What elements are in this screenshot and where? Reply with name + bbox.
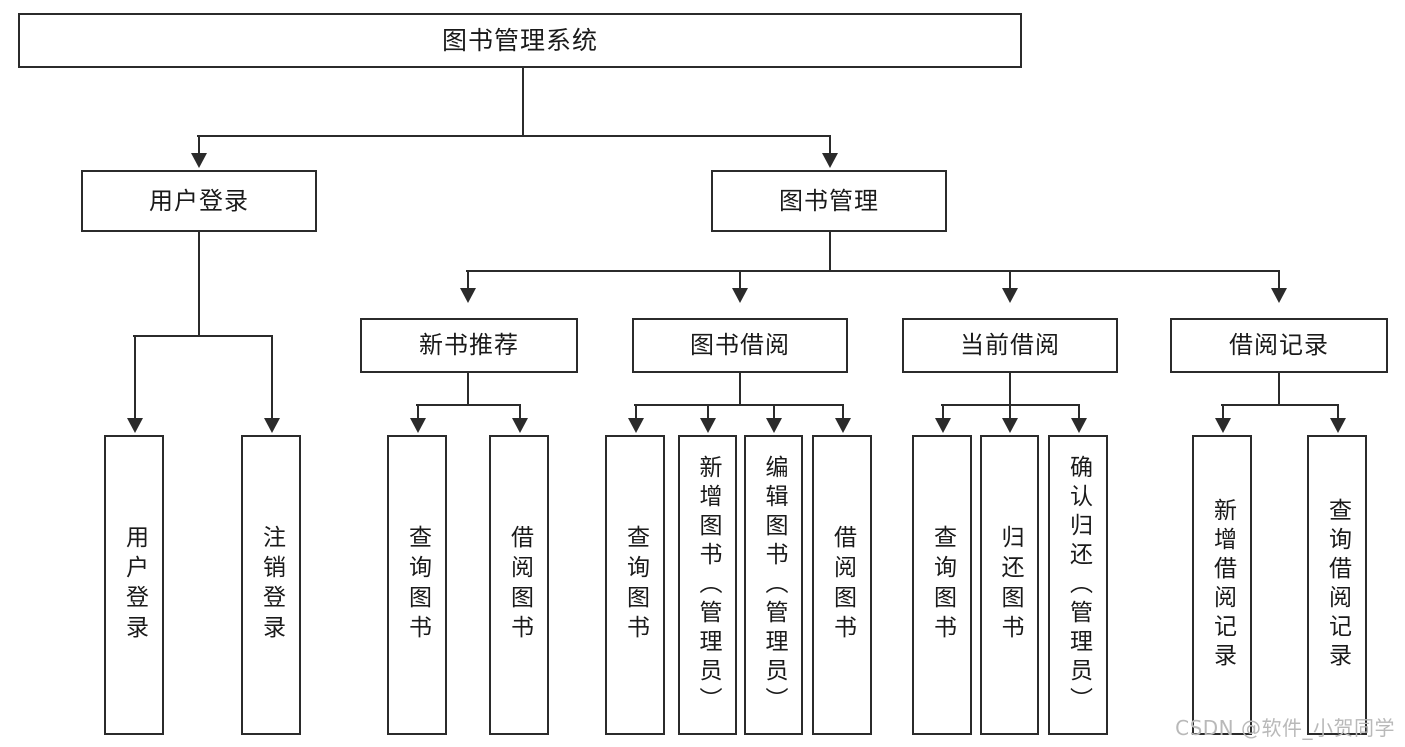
arrow-leaf-query-book-3	[935, 418, 951, 433]
connector-new-book-stem	[467, 373, 469, 406]
connector-new-book-drop-2	[519, 404, 521, 420]
node-current-borrow[interactable]: 当前借阅	[902, 318, 1118, 373]
leaf-add-book[interactable]: 新增图书（管理员）	[678, 435, 737, 735]
connector-root-stem	[522, 68, 524, 135]
arrow-to-book-borrow	[732, 288, 748, 303]
arrow-leaf-edit-book	[766, 418, 782, 433]
connector-user-login-stem	[198, 232, 200, 337]
connector-book-borrow-drop-1	[635, 404, 637, 420]
node-new-book-recommend-label: 新书推荐	[419, 331, 519, 360]
connector-to-borrow-record	[1278, 270, 1280, 290]
leaf-query-record[interactable]: 查询借阅记录	[1307, 435, 1367, 735]
arrow-leaf-borrow-book-2	[835, 418, 851, 433]
connector-borrow-record-bus	[1221, 404, 1339, 406]
leaf-borrow-book-1[interactable]: 借阅图书	[489, 435, 549, 735]
node-book-manage[interactable]: 图书管理	[711, 170, 947, 232]
arrow-leaf-add-record	[1215, 418, 1231, 433]
connector-book-borrow-stem	[739, 373, 741, 406]
connector-current-borrow-stem	[1009, 373, 1011, 406]
node-current-borrow-label: 当前借阅	[960, 331, 1060, 360]
connector-root-bus	[197, 135, 830, 137]
connector-book-borrow-bus	[634, 404, 843, 406]
connector-borrow-record-drop-2	[1337, 404, 1339, 420]
node-book-manage-label: 图书管理	[779, 186, 879, 215]
arrow-to-borrow-record	[1271, 288, 1287, 303]
leaf-query-book-1-label: 查询图书	[404, 525, 431, 645]
node-book-borrow[interactable]: 图书借阅	[632, 318, 848, 373]
connector-borrow-record-stem	[1278, 373, 1280, 406]
leaf-user-logout-label: 注销登录	[258, 525, 285, 645]
leaf-user-login-label: 用户登录	[121, 525, 148, 645]
leaf-borrow-book-2-label: 借阅图书	[829, 525, 856, 645]
node-user-login[interactable]: 用户登录	[81, 170, 317, 232]
node-borrow-record[interactable]: 借阅记录	[1170, 318, 1388, 373]
node-user-login-label: 用户登录	[149, 186, 249, 215]
leaf-return-book[interactable]: 归还图书	[980, 435, 1039, 735]
connector-to-new-book	[467, 270, 469, 290]
leaf-return-book-label: 归还图书	[997, 525, 1023, 645]
leaf-query-book-3[interactable]: 查询图书	[912, 435, 972, 735]
leaf-add-book-label: 新增图书（管理员）	[695, 454, 721, 716]
arrow-to-new-book-recommend	[460, 288, 476, 303]
leaf-add-record[interactable]: 新增借阅记录	[1192, 435, 1252, 735]
node-book-borrow-label: 图书借阅	[690, 331, 790, 360]
connector-book-manage-bus	[466, 270, 1280, 272]
arrow-leaf-borrow-book-1	[512, 418, 528, 433]
arrow-leaf-user-login	[127, 418, 143, 433]
leaf-query-book-2[interactable]: 查询图书	[605, 435, 665, 735]
leaf-user-login[interactable]: 用户登录	[104, 435, 164, 735]
leaf-query-book-2-label: 查询图书	[622, 525, 649, 645]
arrow-leaf-confirm-return	[1071, 418, 1087, 433]
connector-to-book-borrow	[739, 270, 741, 290]
arrow-leaf-query-book-2	[628, 418, 644, 433]
leaf-query-book-1[interactable]: 查询图书	[387, 435, 447, 735]
connector-user-login-drop-1	[134, 335, 136, 420]
connector-book-borrow-drop-4	[842, 404, 844, 420]
connector-to-current-borrow	[1009, 270, 1011, 290]
leaf-borrow-book-1-label: 借阅图书	[506, 525, 533, 645]
leaf-confirm-return[interactable]: 确认归还（管理员）	[1048, 435, 1108, 735]
arrow-to-user-login	[191, 153, 207, 168]
connector-current-borrow-drop-1	[942, 404, 944, 420]
connector-book-manage-stem	[829, 232, 831, 272]
arrow-to-current-borrow	[1002, 288, 1018, 303]
connector-new-book-bus	[416, 404, 521, 406]
leaf-query-book-3-label: 查询图书	[929, 525, 956, 645]
node-root-book-management-system[interactable]: 图书管理系统	[18, 13, 1022, 68]
connector-borrow-record-drop-1	[1222, 404, 1224, 420]
arrow-leaf-user-logout	[264, 418, 280, 433]
leaf-edit-book[interactable]: 编辑图书（管理员）	[744, 435, 803, 735]
leaf-user-logout[interactable]: 注销登录	[241, 435, 301, 735]
node-borrow-record-label: 借阅记录	[1229, 331, 1329, 360]
arrow-leaf-query-book-1	[410, 418, 426, 433]
node-new-book-recommend[interactable]: 新书推荐	[360, 318, 578, 373]
connector-new-book-drop-1	[417, 404, 419, 420]
connector-to-book-manage	[829, 135, 831, 155]
connector-book-borrow-drop-2	[707, 404, 709, 420]
connector-current-borrow-drop-2	[1009, 404, 1011, 420]
connector-current-borrow-drop-3	[1078, 404, 1080, 420]
connector-to-user-login	[198, 135, 200, 155]
leaf-edit-book-label: 编辑图书（管理员）	[761, 454, 787, 716]
leaf-borrow-book-2[interactable]: 借阅图书	[812, 435, 872, 735]
connector-user-login-drop-2	[271, 335, 273, 420]
leaf-confirm-return-label: 确认归还（管理员）	[1065, 454, 1092, 716]
connector-book-borrow-drop-3	[773, 404, 775, 420]
arrow-leaf-return-book	[1002, 418, 1018, 433]
arrow-to-book-manage	[822, 153, 838, 168]
arrow-leaf-query-record	[1330, 418, 1346, 433]
leaf-query-record-label: 查询借阅记录	[1324, 498, 1351, 672]
connector-user-login-bus	[133, 335, 271, 337]
leaf-add-record-label: 新增借阅记录	[1209, 498, 1236, 672]
node-root-label: 图书管理系统	[441, 25, 598, 55]
arrow-leaf-add-book	[700, 418, 716, 433]
